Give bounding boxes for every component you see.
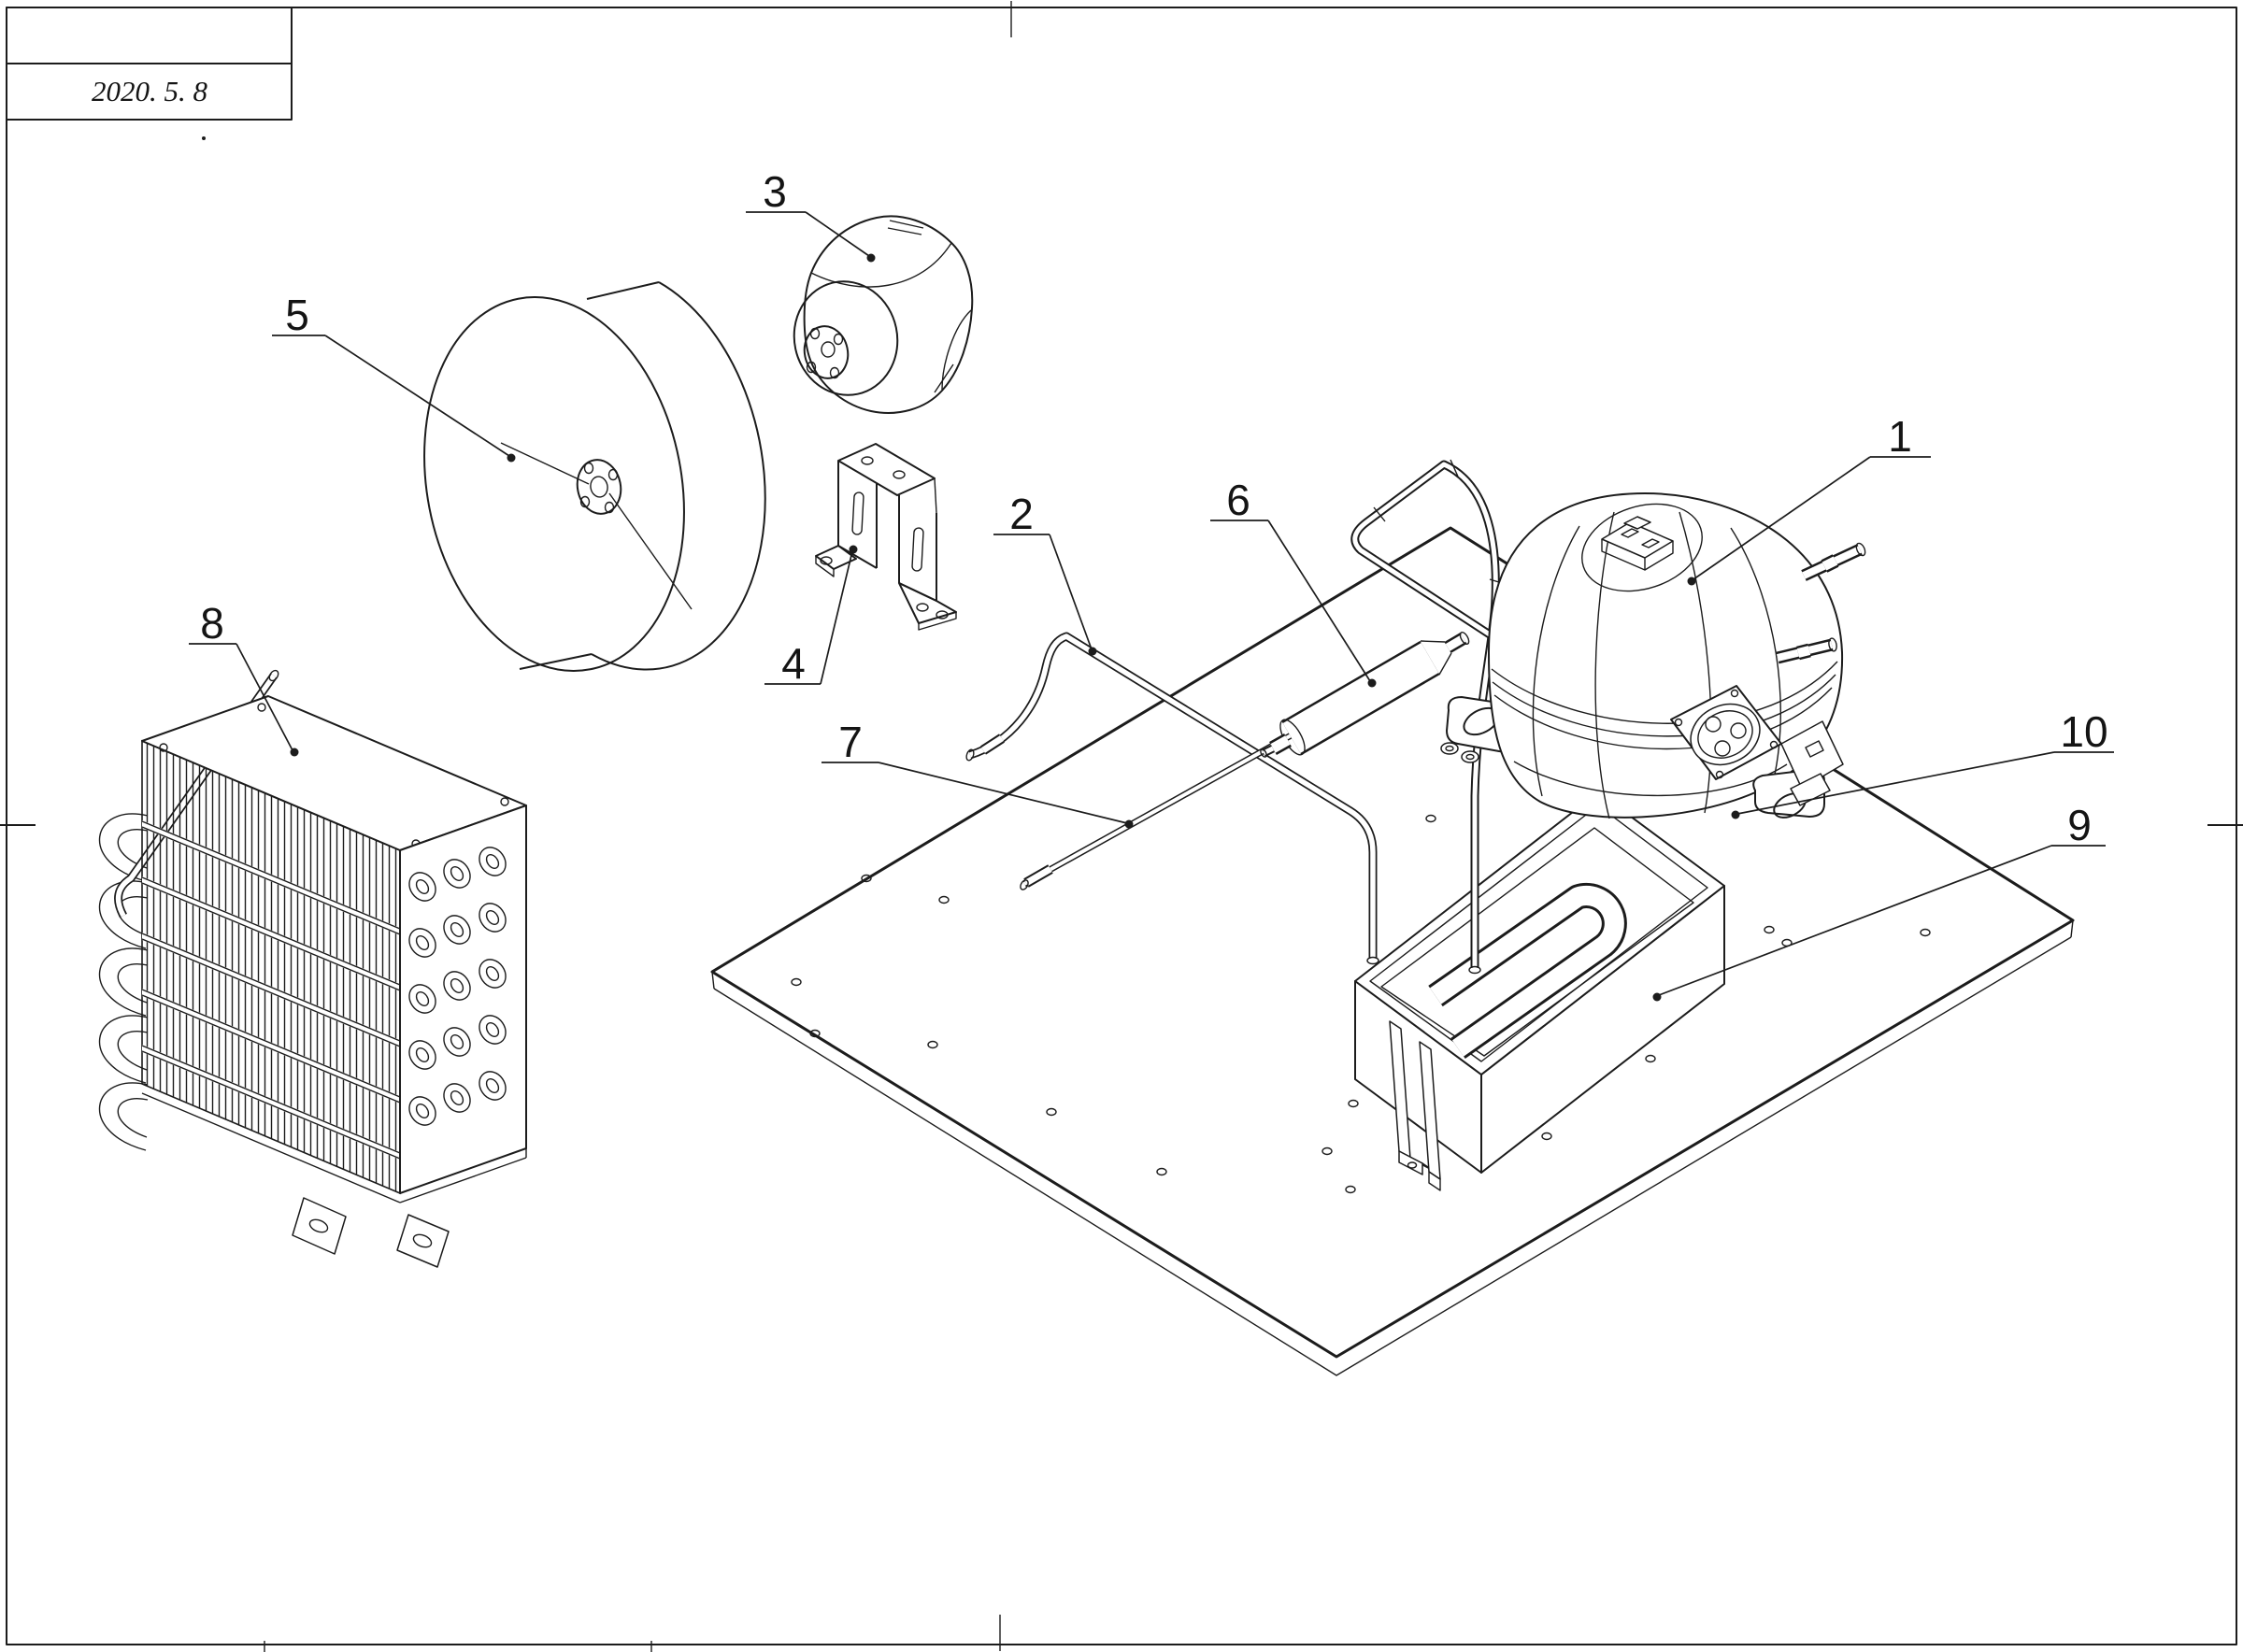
capillary-tube-drawing: [1020, 730, 1296, 890]
callout-label-9: 9: [2067, 801, 2092, 849]
callout-5: 5: [272, 291, 516, 463]
filter-drier-drawing: [1260, 631, 1470, 758]
drain-pan-drawing: [1354, 791, 1725, 1191]
date-stamp: 2020. 5. 8: [92, 75, 208, 107]
compressor-drawing: [1440, 492, 1866, 819]
condenser-return-bends: [408, 847, 507, 1126]
callout-2: 2: [993, 490, 1097, 656]
discharge-tube-drawing: [965, 632, 1379, 965]
fan-motor-drawing: [793, 215, 974, 414]
callout-label-6: 6: [1226, 476, 1250, 524]
fan-blade-drawing: [423, 281, 766, 672]
callout-9: 9: [1652, 801, 2106, 1002]
callout-label-1: 1: [1888, 412, 1912, 461]
condenser-tube-rows: [141, 820, 401, 1160]
callout-label-7: 7: [838, 718, 863, 766]
condenser-drawing: [98, 669, 527, 1268]
callout-label-5: 5: [285, 291, 309, 339]
callout-4: 4: [764, 545, 858, 688]
callout-3: 3: [746, 167, 876, 263]
callouts: 1 2 3 4 5 6: [189, 167, 2114, 1002]
title-block: 2020. 5. 8: [6, 7, 293, 121]
motor-bracket-drawing: [815, 443, 957, 631]
callout-label-10: 10: [2060, 707, 2107, 756]
callout-label-3: 3: [763, 167, 787, 216]
callout-6: 6: [1210, 476, 1377, 688]
callout-10: 10: [1731, 707, 2114, 819]
callout-8: 8: [189, 599, 299, 757]
callout-7: 7: [821, 718, 1134, 829]
callout-label-8: 8: [200, 599, 224, 648]
callout-label-2: 2: [1009, 490, 1034, 538]
callout-1: 1: [1687, 412, 1931, 586]
callout-label-4: 4: [781, 639, 806, 688]
plate-holes: [791, 814, 1931, 1194]
stray-mark: [202, 136, 206, 140]
